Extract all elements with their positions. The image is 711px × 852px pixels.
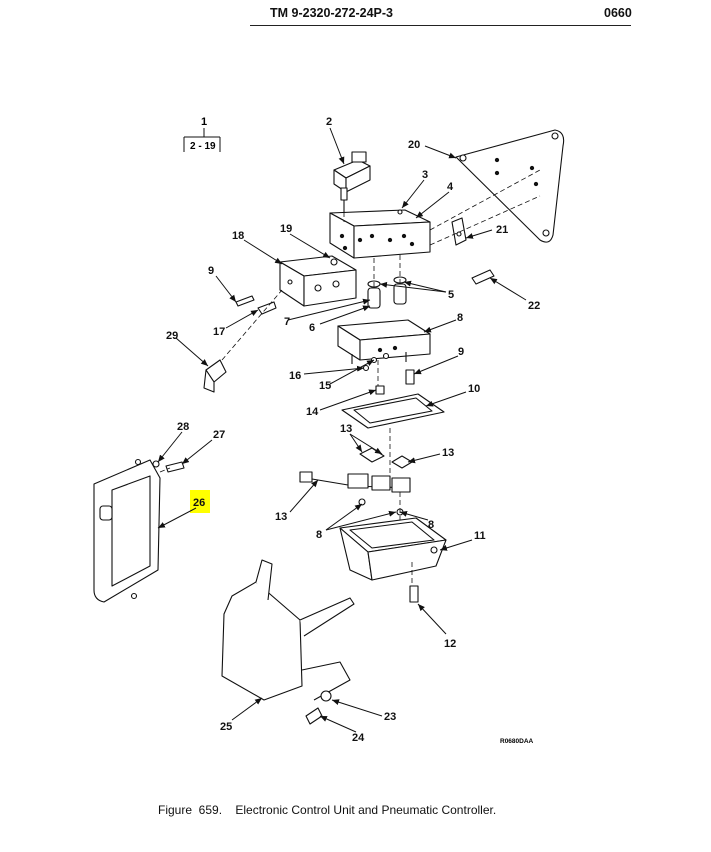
callout-8-right: 8 [428, 519, 434, 531]
callout-29: 29 [166, 330, 178, 342]
callout-12: 12 [444, 638, 456, 650]
page-number: 0660 [604, 6, 632, 20]
callout-19: 19 [280, 223, 292, 235]
leader-lines [157, 127, 527, 733]
alignment-lines [159, 169, 541, 586]
callout-21: 21 [496, 224, 508, 236]
callout-28: 28 [177, 421, 189, 433]
callout-13-top: 13 [340, 423, 352, 435]
callout-20: 20 [408, 139, 420, 151]
group-range: 2 - 19 [190, 141, 216, 152]
manifold-block [279, 255, 357, 307]
callout-15: 15 [319, 380, 331, 392]
callout-10: 10 [468, 383, 480, 395]
callout-9-upper: 9 [208, 265, 214, 277]
callout-8-left: 8 [316, 529, 322, 541]
callout-16: 16 [289, 370, 301, 382]
callout-26-highlight [190, 490, 210, 513]
callout-14: 14 [306, 406, 319, 418]
art-code: R0680DAA [500, 738, 534, 745]
small-bracket [451, 217, 467, 246]
group-bracket [183, 128, 221, 152]
callout-9-lower: 9 [458, 346, 464, 358]
callout-18: 18 [232, 230, 244, 242]
callout-6: 6 [309, 322, 315, 334]
callout-13-right: 13 [442, 447, 454, 459]
electronic-control-unit [93, 458, 161, 603]
callout-17: 17 [213, 326, 225, 338]
electrical-harness [299, 447, 413, 493]
callout-11: 11 [474, 530, 486, 542]
fasteners [152, 209, 495, 725]
figure-caption: Figure 659. Electronic Control Unit and … [158, 803, 497, 817]
callout-24: 24 [352, 732, 365, 744]
gasket [341, 393, 445, 429]
group-number: 1 [201, 116, 207, 128]
callout-23: 23 [384, 711, 396, 723]
lower-housing [339, 517, 447, 581]
callout-5: 5 [448, 289, 454, 301]
ecu-cover [221, 559, 355, 701]
callout-8-upper: 8 [457, 312, 463, 324]
callout-22: 22 [528, 300, 540, 312]
callout-7: 7 [284, 316, 290, 328]
callout-13-left: 13 [275, 511, 287, 523]
callout-25: 25 [220, 721, 232, 733]
manual-title: TM 9-2320-272-24P-3 [270, 6, 393, 20]
callout-2: 2 [326, 116, 332, 128]
solenoid-valves [367, 276, 407, 309]
elbow-fitting [203, 359, 227, 393]
base-block [337, 319, 431, 364]
callout-3: 3 [422, 169, 428, 181]
valve-block [329, 209, 431, 259]
callout-26: 26 [193, 497, 205, 509]
callout-4: 4 [447, 181, 454, 193]
pressure-sensor [333, 151, 371, 212]
header-rule [250, 25, 631, 26]
callout-27: 27 [213, 429, 225, 441]
